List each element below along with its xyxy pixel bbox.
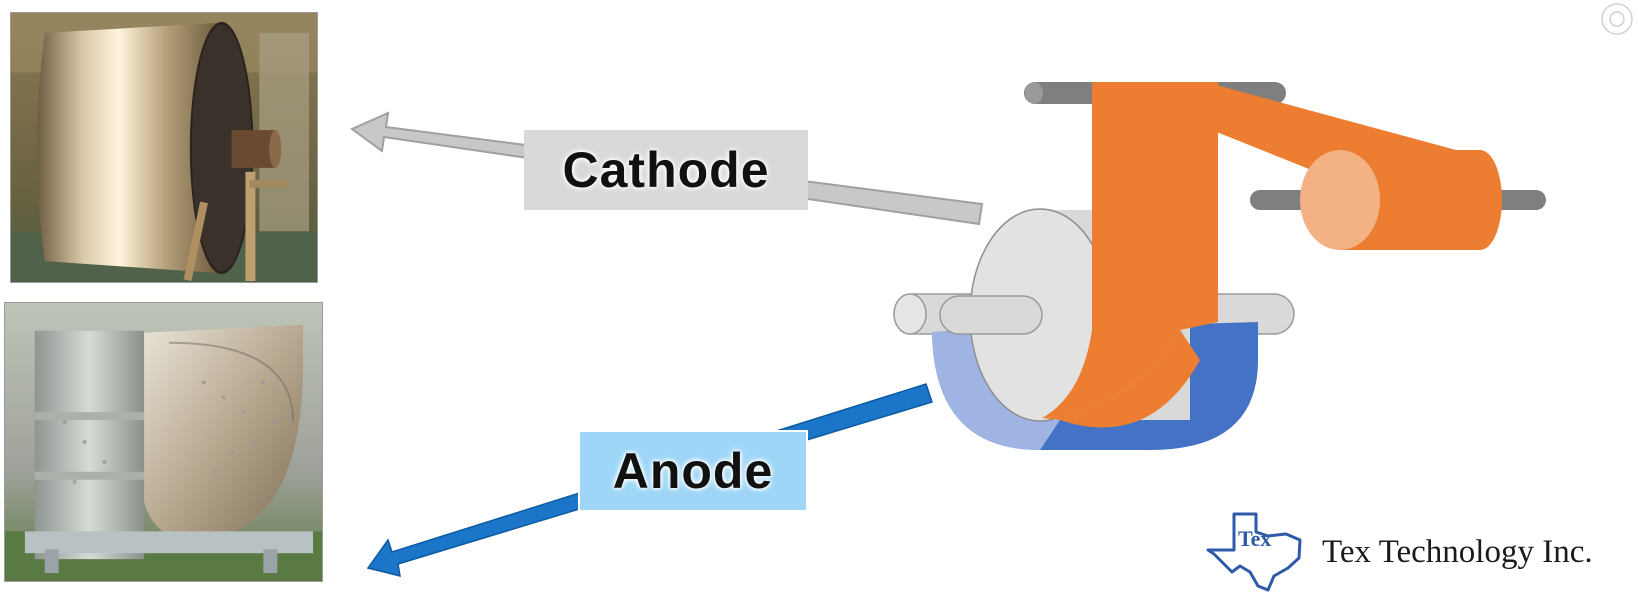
circle-settings-icon[interactable] bbox=[1600, 2, 1634, 36]
copper-strip bbox=[1042, 82, 1218, 418]
take-up-roller bbox=[1300, 150, 1502, 250]
company-logo: Tex Tex Technology Inc. bbox=[1204, 510, 1614, 594]
company-name: Tex Technology Inc. bbox=[1322, 533, 1593, 570]
texas-map-icon: Tex bbox=[1206, 512, 1302, 592]
cathode-label: Cathode bbox=[524, 130, 808, 210]
cathode-drum-photo bbox=[10, 12, 318, 283]
logo-mark-text: Tex bbox=[1238, 526, 1271, 551]
anode-label: Anode bbox=[578, 430, 808, 512]
drum-schematic bbox=[893, 82, 1546, 450]
anode-basket-photo bbox=[4, 302, 323, 582]
